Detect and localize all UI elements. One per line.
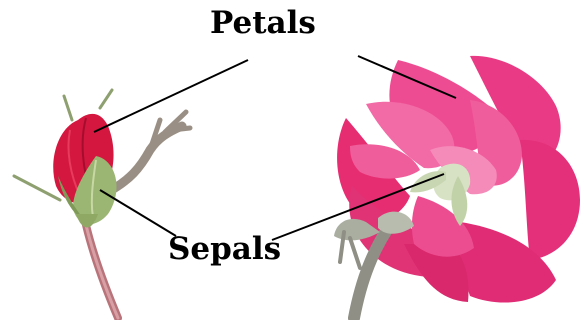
sepals-label: Sepals [168, 234, 281, 265]
petals-leader-bud [94, 60, 248, 132]
bud-side-branch [108, 126, 182, 192]
petals-label: Petals [210, 8, 316, 39]
rose-bud-illustration [14, 90, 190, 318]
open-rose-illustration [334, 56, 580, 318]
sepals-leader-bud [100, 190, 176, 236]
